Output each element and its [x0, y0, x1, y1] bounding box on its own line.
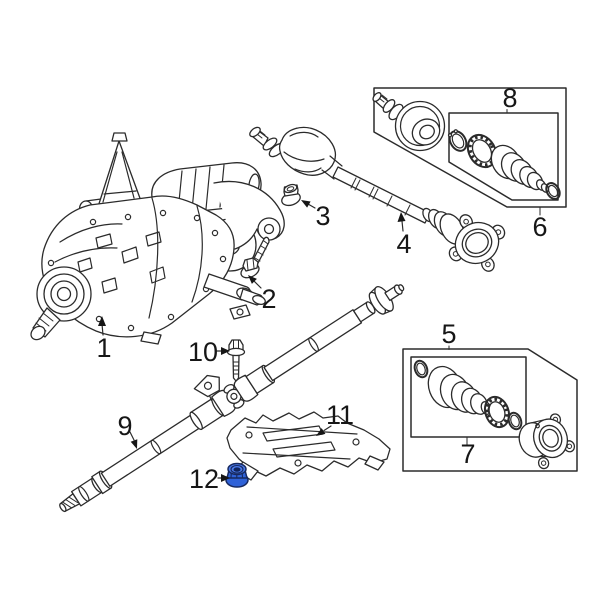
callout-8-label[interactable]: 8: [502, 83, 517, 113]
callout-1-label[interactable]: 1: [96, 333, 111, 363]
callout-12-arrow: [217, 474, 230, 482]
part-9-propeller-shaft-illustration: [59, 284, 405, 513]
callout-11-label[interactable]: 11: [326, 400, 354, 430]
callout-11-arrow: [316, 425, 332, 436]
part-10-bolt-illustration: [226, 339, 246, 382]
callout-9-arrow: [129, 431, 138, 449]
callout-3-label[interactable]: 3: [315, 201, 330, 231]
callout-6-label[interactable]: 6: [532, 212, 547, 242]
callout-5-label[interactable]: 5: [441, 319, 456, 349]
part-3-nut-illustration: [281, 183, 301, 207]
part-2-bolt-illustration: [240, 236, 270, 279]
callout-1-arrow: [98, 316, 106, 336]
callout-10-label[interactable]: 10: [188, 337, 218, 367]
callout-3-arrow: [301, 200, 316, 209]
part-12-nut-highlighted[interactable]: [225, 462, 249, 488]
boot-kit-illustration: [413, 359, 523, 431]
callout-12-label[interactable]: 12: [189, 464, 219, 494]
callout-9-label[interactable]: 9: [117, 411, 132, 441]
callout-7-label[interactable]: 7: [460, 439, 475, 469]
callout-2-label[interactable]: 2: [261, 284, 276, 314]
cv-joint-kit-illustration: [372, 92, 561, 200]
part-4-axle-shaft-illustration: [249, 126, 506, 272]
callout-4-arrow: [397, 212, 406, 232]
wheel-bearing-illustration: [518, 413, 576, 470]
callout-2-arrow: [248, 275, 262, 289]
callout-10-arrow: [215, 347, 230, 355]
part-1-differential-illustration: [30, 132, 285, 345]
callout-4-label[interactable]: 4: [396, 229, 411, 259]
part-11-bracket-illustration: [226, 411, 391, 481]
